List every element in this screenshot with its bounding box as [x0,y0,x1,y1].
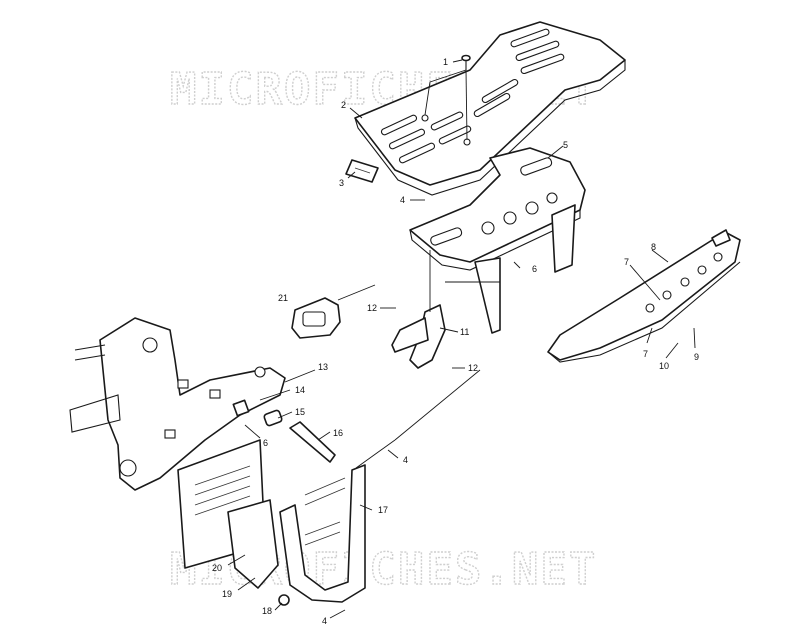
callout-18: 18 [262,606,272,616]
part-21-light [291,297,341,339]
callout-9: 9 [694,352,699,362]
callout-7-top: 7 [624,257,629,267]
callout-2: 2 [341,100,346,110]
callout-4-middle: 4 [403,455,408,465]
callout-8: 8 [651,242,656,252]
frame-hatch [194,465,251,516]
callout-5: 5 [563,140,568,150]
callout-10: 10 [659,361,669,371]
callout-1: 1 [443,57,448,67]
part-5-lower-bracket [409,147,586,334]
callout-12-top: 12 [367,303,377,313]
callout-6-right: 6 [532,264,537,274]
callout-15: 15 [295,407,305,417]
callout-3: 3 [339,178,344,188]
part-2-slots [380,28,565,164]
callout-19: 19 [222,589,232,599]
callout-12-bottom: 12 [468,363,478,373]
part-3-reflector [345,159,379,183]
callout-21: 21 [278,293,288,303]
callout-14: 14 [295,385,305,395]
part-1-screw [461,54,471,70]
part-15-bushing [263,409,283,427]
part-17-loop-bracket [279,464,366,603]
part-16-tube [289,421,336,463]
part-8-bumper [547,229,741,363]
part-14-clamp [232,399,250,417]
callout-16: 16 [333,428,343,438]
callout-17: 17 [378,505,388,515]
callout-7-bottom: 7 [643,349,648,359]
part-11-bracket [391,304,446,369]
callout-4-bottom: 4 [322,616,327,626]
callout-4-top: 4 [400,195,405,205]
callout-labels: 1 2 3 4 5 6 7 8 7 9 10 21 12 11 12 13 14… [212,57,699,626]
leader-lines [227,59,696,619]
callout-20: 20 [212,563,222,573]
callout-11: 11 [460,327,469,337]
part-18-nut [278,594,290,606]
part-2-upper-rack [354,21,626,196]
part-20-guard [227,499,279,589]
callout-13: 13 [318,362,328,372]
callout-6-left: 6 [263,438,268,448]
